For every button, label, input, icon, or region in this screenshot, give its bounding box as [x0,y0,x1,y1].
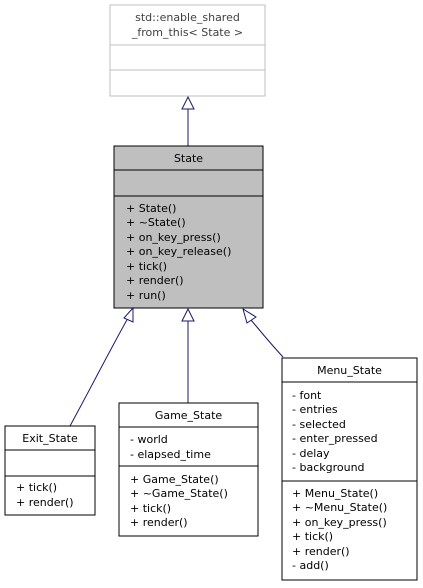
game-state-method: + ~Game_State() [130,487,228,500]
menu-state-title: Menu_State [317,364,382,377]
menu-state-attribute: - delay [292,447,330,460]
state-method: + tick() [126,260,167,273]
enable-shared-title-line2: _from_this< State > [131,26,243,39]
game-state-attribute: - world [130,433,168,446]
menu-state-method: + on_key_press() [292,516,387,529]
inheritance-arrowhead [181,307,195,322]
state-method: + render() [126,274,184,287]
class-state: State + State() + ~State() + on_key_pres… [113,145,264,309]
inheritance-arrowhead [242,307,257,324]
menu-state-method: + ~Menu_State() [292,501,387,514]
state-method: + on_key_release() [126,245,231,258]
menu-state-attribute: - enter_pressed [292,432,378,445]
exit-state-title: Exit_State [22,432,78,445]
enable-shared-title-line1: std::enable_shared [135,11,240,24]
inheritance-line [250,319,284,358]
menu-state-method: + tick() [292,530,333,543]
inheritance-arrowhead [181,95,195,110]
exit-state-method: + tick() [16,481,57,494]
class-game-state: Game_State - world - elapsed_time + Game… [118,402,259,537]
game-state-method: + render() [130,516,188,529]
class-menu-state: Menu_State - font - entries - selected -… [281,357,418,581]
menu-state-method: + Menu_State() [292,487,378,500]
menu-state-attribute: - background [292,461,365,474]
menu-state-attribute: - font [292,389,322,402]
inheritance-line [69,317,129,427]
game-state-attribute: - elapsed_time [130,448,211,461]
game-state-method: + tick() [130,502,171,515]
menu-state-attribute: - selected [292,418,346,431]
state-method: + on_key_press() [126,231,221,244]
state-method: + run() [126,289,166,302]
state-box [113,145,264,309]
class-exit-state: Exit_State + tick() + render() [4,425,96,516]
enable-shared-box [109,4,266,97]
inheritance-exit-to-state [69,306,134,427]
game-state-method: + Game_State() [130,473,219,486]
inheritance-state-to-enable-shared [181,95,195,146]
menu-state-attribute: - entries [292,403,338,416]
exit-state-method: + render() [16,496,74,509]
menu-state-method: + render() [292,545,350,558]
exit-state-box [4,425,96,516]
state-title: State [174,152,203,165]
inheritance-arrowhead [123,306,134,323]
menu-state-box [281,357,418,581]
state-method: + State() [126,202,176,215]
game-state-box [118,402,259,537]
inheritance-menu-to-state [242,307,284,358]
state-method: + ~State() [126,216,186,229]
game-state-title: Game_State [155,409,223,422]
menu-state-method: - add() [292,559,329,572]
class-enable-shared-from-this: std::enable_shared _from_this< State > [109,4,266,97]
inheritance-game-to-state [181,307,195,403]
